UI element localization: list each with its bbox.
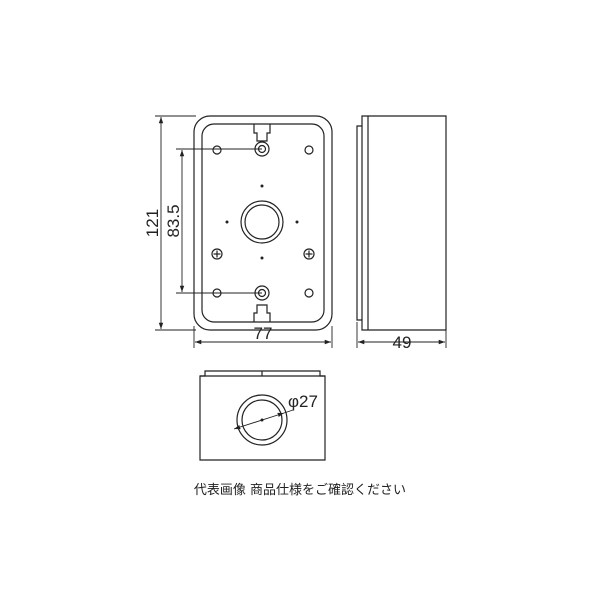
dim-label-hole-diameter: φ27 (288, 392, 318, 411)
bottom-outline (199, 370, 326, 461)
front-dots (225, 184, 299, 260)
corner-hole-bottom-right (304, 288, 314, 298)
plus-screw-right (303, 248, 315, 260)
front-center-hole-outer (240, 200, 284, 244)
corner-hole-top-right (304, 145, 314, 155)
side-view (356, 115, 447, 331)
bottom-view (199, 370, 326, 461)
dim-label-height-mount: 83.5 (164, 204, 183, 237)
dim-label-width: 77 (254, 324, 273, 343)
corner-hole-top-left (212, 145, 222, 155)
caption: 代表画像 商品仕様をご確認ください (193, 483, 407, 498)
dim-label-depth: 49 (393, 333, 412, 352)
dim-leader-diameter (233, 412, 285, 430)
plus-screw-left (211, 248, 223, 260)
front-outer-outline (193, 115, 333, 331)
front-view (193, 115, 333, 331)
front-inner-outline (201, 123, 325, 323)
bottom-mount-slot (253, 304, 271, 322)
dim-label-height-total: 121 (143, 209, 162, 237)
side-outline (356, 115, 447, 331)
top-mount-slot (253, 124, 271, 142)
front-center-hole-inner (244, 204, 280, 240)
dimension-lines (155, 115, 447, 430)
